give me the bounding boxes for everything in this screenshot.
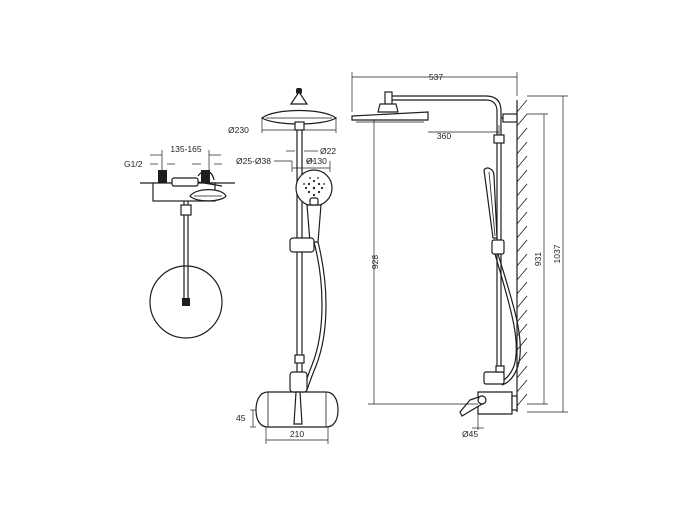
slide-bar-holder-profile xyxy=(491,239,505,255)
slide-bar-holder xyxy=(289,237,315,253)
front-view: Ø230 Ø22 Ø25-Ø38 Ø130 xyxy=(228,88,339,444)
hand-shower-top xyxy=(189,189,227,202)
head-shower-profile xyxy=(351,111,429,121)
shower-arm xyxy=(388,95,502,125)
side-view: 135-165 G1/2 xyxy=(124,144,235,339)
hand-shower-profile xyxy=(483,167,498,239)
wall-hatching xyxy=(516,99,528,407)
head-shower-top xyxy=(149,265,223,339)
valve-lever-front xyxy=(293,391,303,425)
dim-hand-diameter-label: Ø130 xyxy=(306,156,327,166)
dim-head-diameter-label: Ø230 xyxy=(228,125,249,135)
dim-arm-reach-label: 360 xyxy=(437,131,451,141)
valve-lever xyxy=(197,181,223,187)
profile-view: 537 360 xyxy=(351,72,568,439)
dim-valve-height-label: 45 xyxy=(236,413,246,423)
dim-total-height-label: 1037 xyxy=(552,244,562,263)
dim-spacing-label: 135-165 xyxy=(170,144,201,154)
dim-pipe-diameter-label: Ø22 xyxy=(320,146,336,156)
dim-valve-width-label: 210 xyxy=(290,429,304,439)
dim-valve-diameter-label: Ø45 xyxy=(462,429,478,439)
dim-head-drop-label: 928 xyxy=(370,255,380,269)
dim-tube-range-label: Ø25-Ø38 xyxy=(236,156,271,166)
dim-column-height-label: 931 xyxy=(533,252,543,266)
dim-thread-label: G1/2 xyxy=(124,159,143,169)
dim-total-reach-label: 537 xyxy=(429,72,443,82)
